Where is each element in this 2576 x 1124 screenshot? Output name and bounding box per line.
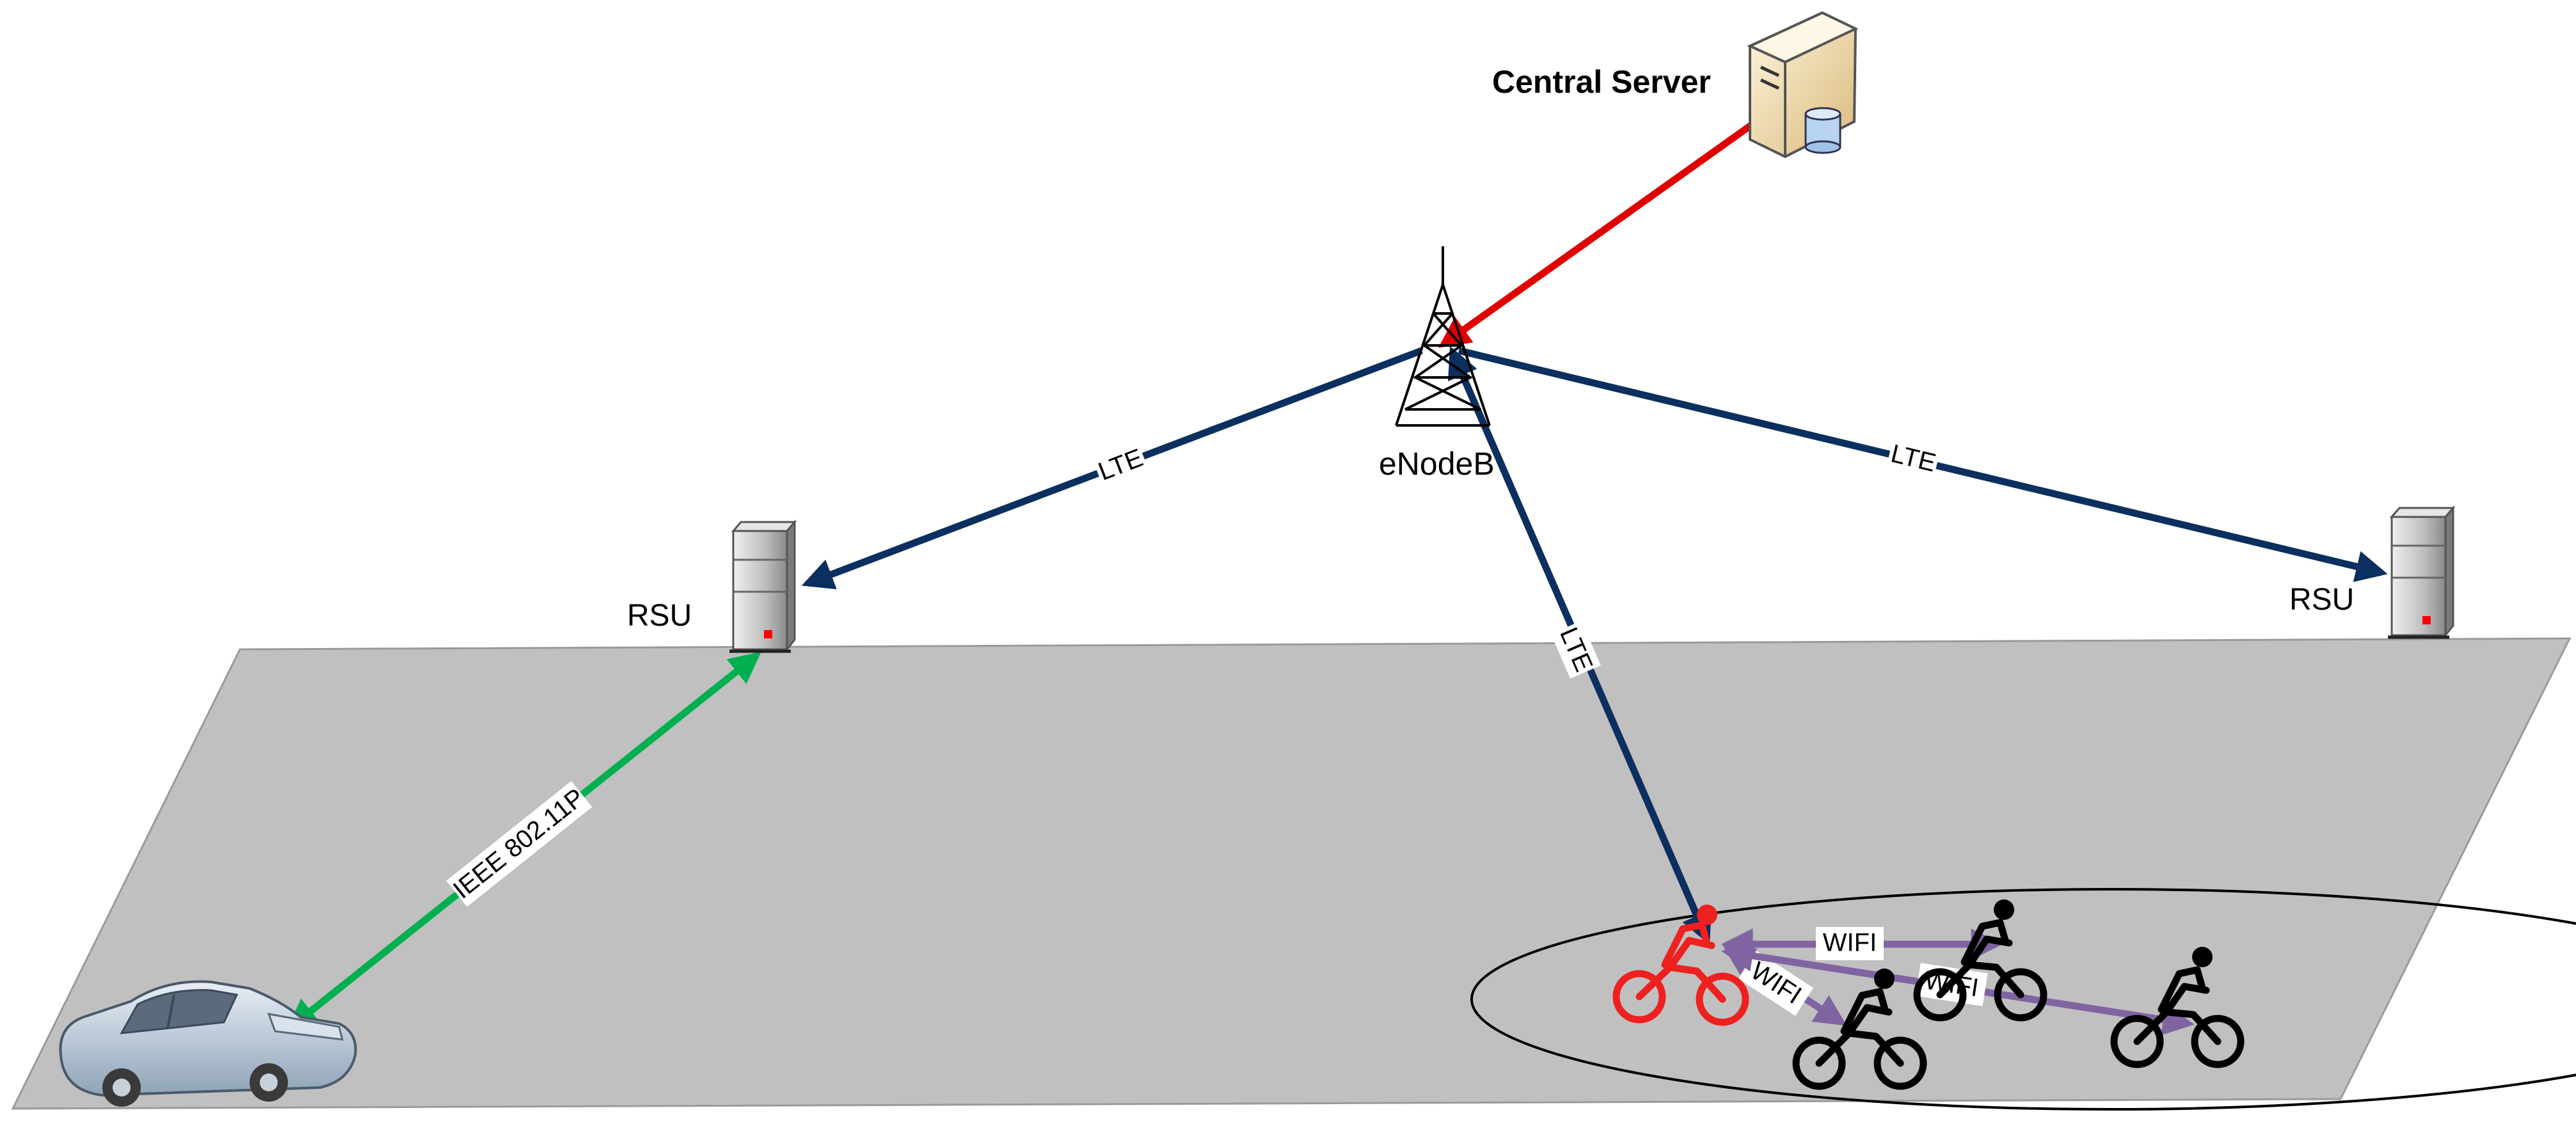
enodeb-rsu-left-link: LTE <box>801 347 1423 590</box>
cyclist-icon <box>1792 969 1927 1090</box>
enodeb-rsu-left-link-label: LTE <box>1095 444 1147 486</box>
enodeb-rsu-right-link-tag-bg <box>1886 436 1941 481</box>
cyclist-icon <box>1612 905 1749 1026</box>
server-enodeb-link <box>1438 89 1802 348</box>
car-icon <box>59 980 357 1107</box>
rsu-server-icon <box>729 519 797 653</box>
enodeb-cyclist-link: LTE <box>1448 345 1712 946</box>
wifi-link-1-label: WIFI <box>1823 929 1877 957</box>
enodeb-rsu-right-link-label: LTE <box>1888 439 1939 477</box>
rsu-left-label: RSU <box>627 599 692 633</box>
enodeb-rsu-left-link-tag-bg <box>1092 441 1150 489</box>
cyclist-icon <box>2110 947 2245 1068</box>
enodeb-label: eNodeB <box>1379 446 1495 482</box>
server-label: Central Server <box>1492 64 1711 100</box>
enodeb-cyclist-link-tag-bg <box>1550 621 1601 679</box>
rsu-right-label: RSU <box>2289 583 2354 617</box>
enodeb-rsu-right-link: LTE <box>1458 347 2388 582</box>
cell-tower-icon <box>1395 246 1491 427</box>
server-icon <box>1747 11 1859 159</box>
rsu-car-link-tag-bg <box>446 780 592 907</box>
road-plane <box>11 637 2572 1110</box>
rsu-server-icon <box>2388 505 2456 639</box>
wifi-cluster-ellipse <box>1470 888 2576 1111</box>
cyclist-icon <box>1913 899 2047 1022</box>
